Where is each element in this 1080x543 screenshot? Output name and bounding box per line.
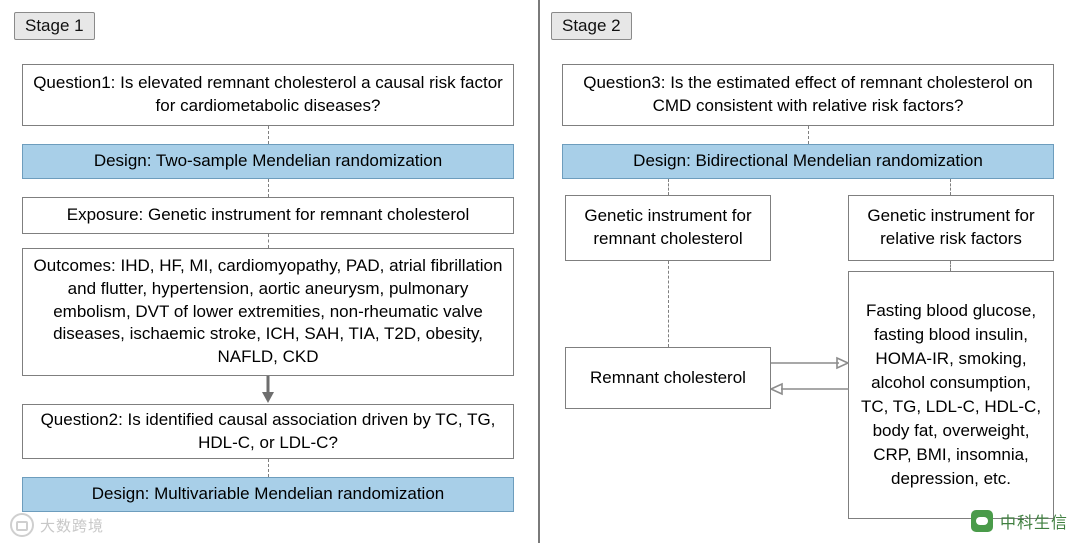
stage-1-tag: Stage 1 bbox=[14, 12, 95, 40]
connector-q2-design2 bbox=[268, 459, 269, 477]
stage1-outcomes-box: Outcomes: IHD, HF, MI, cardiomyopathy, P… bbox=[22, 248, 514, 376]
connector-q1-design1 bbox=[268, 126, 269, 144]
connector-instrument-rrf-riskfactors bbox=[950, 261, 951, 271]
connector-q3-design3 bbox=[808, 126, 809, 144]
stage1-question1-box: Question1: Is elevated remnant cholester… bbox=[22, 64, 514, 126]
stage2-design3-box: Design: Bidirectional Mendelian randomiz… bbox=[562, 144, 1054, 179]
watermark-left-text: 大数跨境 bbox=[40, 517, 105, 535]
stage2-instrument-rrf-box: Genetic instrument for relative risk fac… bbox=[848, 195, 1054, 261]
stage2-remnant-cholesterol-box: Remnant cholesterol bbox=[565, 347, 771, 409]
connector-instrument-rc-remnant bbox=[668, 261, 669, 347]
arrow-remnant-to-riskfactors bbox=[771, 356, 849, 370]
connector-exposure-outcomes bbox=[268, 234, 269, 248]
stage2-risk-factors-box: Fasting blood glucose, fasting blood ins… bbox=[848, 271, 1054, 519]
stage-2-tag: Stage 2 bbox=[551, 12, 632, 40]
watermark-left-icon bbox=[10, 513, 34, 537]
connector-design3-instrument-rc bbox=[668, 179, 669, 195]
stage1-design2-box: Design: Multivariable Mendelian randomiz… bbox=[22, 477, 514, 512]
watermark-right-text: 中科生信 bbox=[999, 515, 1068, 532]
stage1-design1-box: Design: Two-sample Mendelian randomizati… bbox=[22, 144, 514, 179]
stage1-exposure-box: Exposure: Genetic instrument for remnant… bbox=[22, 197, 514, 234]
connector-design1-exposure bbox=[268, 179, 269, 197]
watermark-left: 大数跨境 bbox=[10, 513, 104, 537]
stage2-instrument-rc-box: Genetic instrument for remnant cholester… bbox=[565, 195, 771, 261]
arrow-riskfactors-to-remnant bbox=[771, 382, 849, 396]
connector-design3-instrument-rrf bbox=[950, 179, 951, 195]
stage-divider bbox=[538, 0, 540, 543]
stage1-question2-box: Question2: Is identified causal associat… bbox=[22, 404, 514, 459]
watermark-right-icon bbox=[970, 510, 993, 532]
arrow-outcomes-to-question2 bbox=[262, 376, 274, 403]
watermark-right: 中科生信 bbox=[970, 509, 1068, 533]
stage2-question3-box: Question3: Is the estimated effect of re… bbox=[562, 64, 1054, 126]
